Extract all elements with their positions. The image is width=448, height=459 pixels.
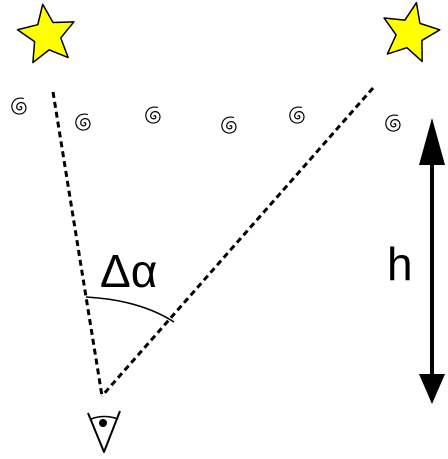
star-icon — [383, 1, 441, 63]
angle-label: Δα — [100, 245, 157, 297]
angle-arc — [85, 296, 175, 323]
height-arrow-top — [419, 118, 445, 165]
spiral-icon — [221, 116, 237, 134]
spiral-icon — [75, 113, 91, 131]
spiral-icon — [289, 106, 305, 124]
star-icon — [16, 3, 75, 64]
height-arrow-bottom — [419, 374, 445, 404]
sight-line-right — [100, 87, 375, 397]
spiral-icon — [385, 114, 401, 132]
eye-icon — [87, 410, 121, 453]
sight-line-left — [51, 91, 104, 397]
spiral-icon — [145, 106, 161, 124]
spiral-icon — [11, 97, 27, 115]
height-label: h — [387, 238, 413, 290]
